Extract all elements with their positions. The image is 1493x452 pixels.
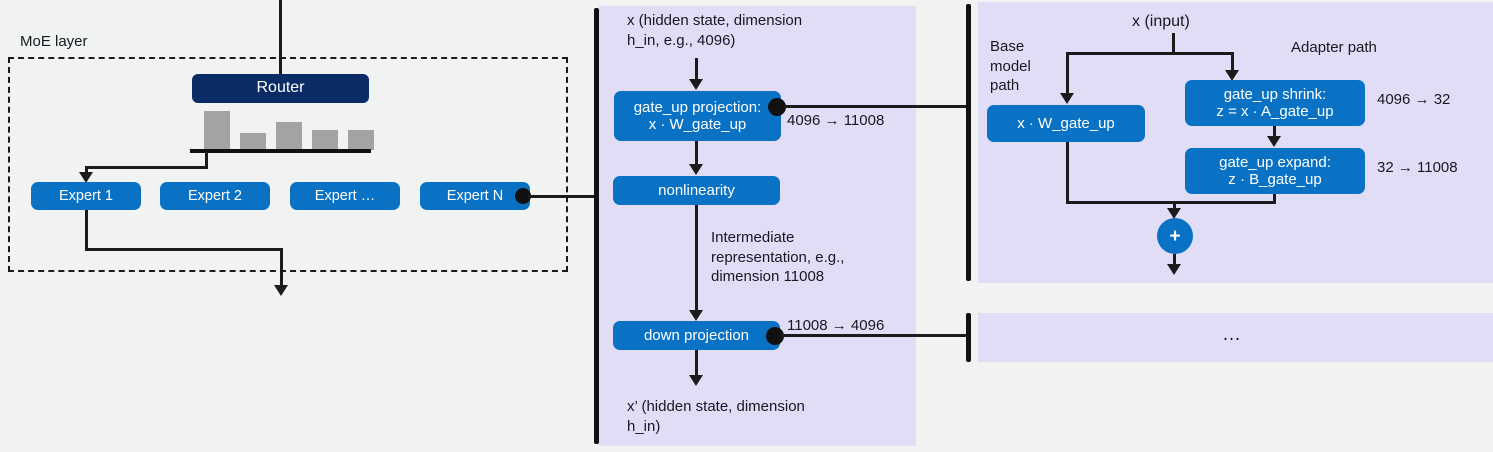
- router-box[interactable]: Router: [192, 74, 369, 103]
- lora-adapter-branch-line: [1231, 52, 1234, 74]
- ffn-input-label: x (hidden state, dimension h_in, e.g., 4…: [627, 12, 803, 49]
- gate-up-expand-dims-label: 32 → 11008: [1377, 159, 1458, 176]
- expert-box-ellipsis[interactable]: Expert …: [290, 182, 400, 210]
- router-weight-bar: [240, 133, 266, 150]
- nonlinearity-box[interactable]: nonlinearity: [613, 176, 780, 205]
- merge-to-sum-line: [1173, 201, 1176, 212]
- intermediate-line: [695, 205, 698, 315]
- router-weight-bar: [312, 130, 338, 150]
- lora-bracket-bar: [966, 4, 971, 281]
- gate-up-dims-label: 4096 → 11008: [787, 112, 885, 129]
- gate-up-shrink-box[interactable]: gate_up shrink: z = x · A_gate_up: [1185, 80, 1365, 126]
- down-projection-connector-dot: [766, 327, 784, 345]
- gate-up-to-nonlinearity-line: [695, 141, 698, 166]
- expert-box-n[interactable]: Expert N: [420, 182, 530, 210]
- ffn-output-arrowhead: [689, 375, 703, 386]
- gate-up-projection-box[interactable]: gate_up projection: x · W_gate_up: [614, 91, 781, 141]
- router-weight-bar: [276, 122, 302, 150]
- expert-n-connector-line: [528, 195, 598, 198]
- expert-1-output-v2: [280, 248, 283, 287]
- expert-1-output-h1: [85, 248, 283, 251]
- gate-up-connector-dot: [768, 98, 786, 116]
- lora-base-arrowhead: [1060, 93, 1074, 104]
- more-panel-ellipsis: …: [1222, 324, 1243, 345]
- router-weight-chart: [196, 108, 374, 154]
- ffn-output-label: x’ (hidden state, dimension h_in): [627, 398, 805, 435]
- expert-n-connector-dot: [515, 188, 531, 204]
- route-line-v1: [205, 152, 208, 169]
- shrink-to-expand-line: [1273, 126, 1276, 139]
- moe-input-line: [279, 0, 282, 76]
- moe-output-arrowhead: [274, 285, 288, 296]
- gate-up-connector-line: [783, 105, 967, 108]
- shrink-to-expand-arrowhead: [1267, 136, 1281, 147]
- expert-1-output-v1: [85, 210, 88, 251]
- moe-layer-boundary: [8, 57, 568, 272]
- base-model-path-label: Base model path: [990, 38, 1031, 94]
- route-arrowhead: [79, 172, 93, 183]
- lora-split-line: [1066, 52, 1234, 55]
- down-projection-box[interactable]: down projection: [613, 321, 780, 350]
- ffn-input-arrowhead: [689, 79, 703, 90]
- lora-input-line: [1172, 33, 1175, 54]
- expert-box-2[interactable]: Expert 2: [160, 182, 270, 210]
- router-baseline: [190, 149, 371, 153]
- intermediate-representation-label: Intermediate representation, e.g., dimen…: [711, 229, 845, 285]
- down-projection-connector-line: [781, 334, 967, 337]
- merge-line-h: [1066, 201, 1276, 204]
- route-line-v2: [85, 166, 88, 176]
- sum-node: +: [1157, 218, 1193, 254]
- sum-input-arrowhead: [1167, 208, 1181, 219]
- ffn-input-arrow-line: [695, 58, 698, 82]
- down-projection-dims-label: 11008 → 4096: [787, 317, 885, 334]
- router-weight-bar: [204, 111, 230, 150]
- expert-box-1[interactable]: Expert 1: [31, 182, 141, 210]
- ffn-bracket-bar: [594, 8, 599, 444]
- lora-panel: [978, 2, 1493, 283]
- base-model-box[interactable]: x · W_gate_up: [987, 105, 1145, 142]
- base-merge-line-v: [1066, 142, 1069, 204]
- route-line-h1: [85, 166, 208, 169]
- adapter-path-label: Adapter path: [1291, 39, 1377, 56]
- ffn-panel: [599, 6, 916, 446]
- lora-adapter-arrowhead: [1225, 70, 1239, 81]
- moe-group-label: MoE layer: [20, 33, 88, 50]
- lora-output-line: [1173, 254, 1176, 270]
- gate-up-expand-box[interactable]: gate_up expand: z · B_gate_up: [1185, 148, 1365, 194]
- nonlinearity-arrowhead: [689, 164, 703, 175]
- lora-base-branch-line: [1066, 52, 1069, 96]
- down-projection-arrowhead: [689, 310, 703, 321]
- adapter-merge-line-v: [1273, 194, 1276, 204]
- lora-output-arrowhead: [1167, 264, 1181, 275]
- more-panel: [978, 313, 1493, 362]
- ffn-output-line: [695, 350, 698, 381]
- router-weight-bar: [348, 130, 374, 150]
- gate-up-shrink-dims-label: 4096 → 32: [1377, 91, 1451, 108]
- more-panel-bracket-bar: [966, 313, 971, 362]
- lora-input-label: x (input): [1132, 13, 1190, 30]
